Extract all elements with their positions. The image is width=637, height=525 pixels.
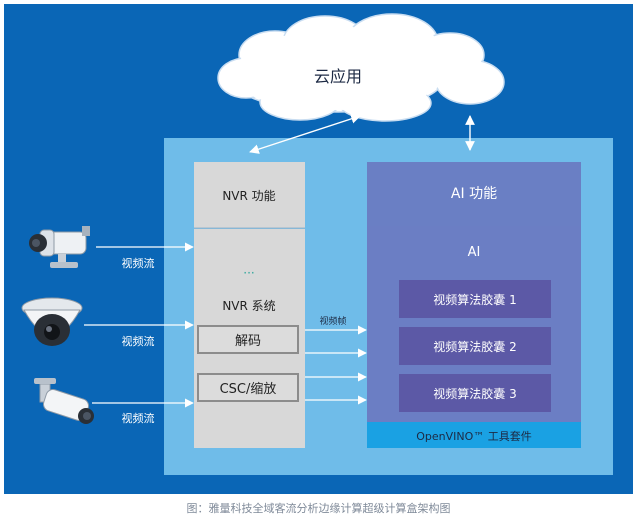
decode-label: 解码: [235, 334, 261, 349]
stream-label-1: 视频流: [122, 256, 155, 270]
nvr-function-box: [194, 162, 305, 228]
bullet-camera-icon: [34, 378, 94, 424]
stream-label-3: 视频流: [122, 411, 155, 425]
csc-scale-box: [197, 373, 299, 402]
figure-caption: 图：雅量科技全域客流分析边缘计算超级计算盒架构图: [186, 502, 451, 515]
cloud-link-arrow-nvr: [249, 114, 361, 154]
ai-function-label: AI 功能: [451, 186, 497, 202]
nvr-system-label: NVR 系统: [222, 299, 275, 313]
nvr-dots: ···: [243, 266, 254, 280]
capsule-2-label: 视频算法胶囊 2: [433, 339, 516, 354]
video-frame-label: 视频帧: [319, 315, 346, 327]
openvino-label: OpenVINO™ 工具套件: [416, 430, 532, 443]
decode-box: [197, 325, 299, 354]
nvr-function-label: NVR 功能: [222, 189, 275, 203]
dome-camera-icon: [21, 297, 83, 346]
capsule-3-label: 视频算法胶囊 3: [433, 386, 516, 401]
bullet-camera-icon: [29, 226, 90, 268]
stream-label-2: 视频流: [122, 334, 155, 348]
csc-scale-label: CSC/缩放: [220, 381, 277, 397]
openvino-bar: [367, 422, 581, 448]
capsule-3-box: [399, 374, 551, 412]
capsule-1-box: [399, 280, 551, 318]
capsule-2-box: [399, 327, 551, 365]
capsule-1-label: 视频算法胶囊 1: [433, 292, 516, 307]
ai-label: AI: [468, 245, 481, 260]
cloud-label: 云应用: [314, 67, 362, 86]
